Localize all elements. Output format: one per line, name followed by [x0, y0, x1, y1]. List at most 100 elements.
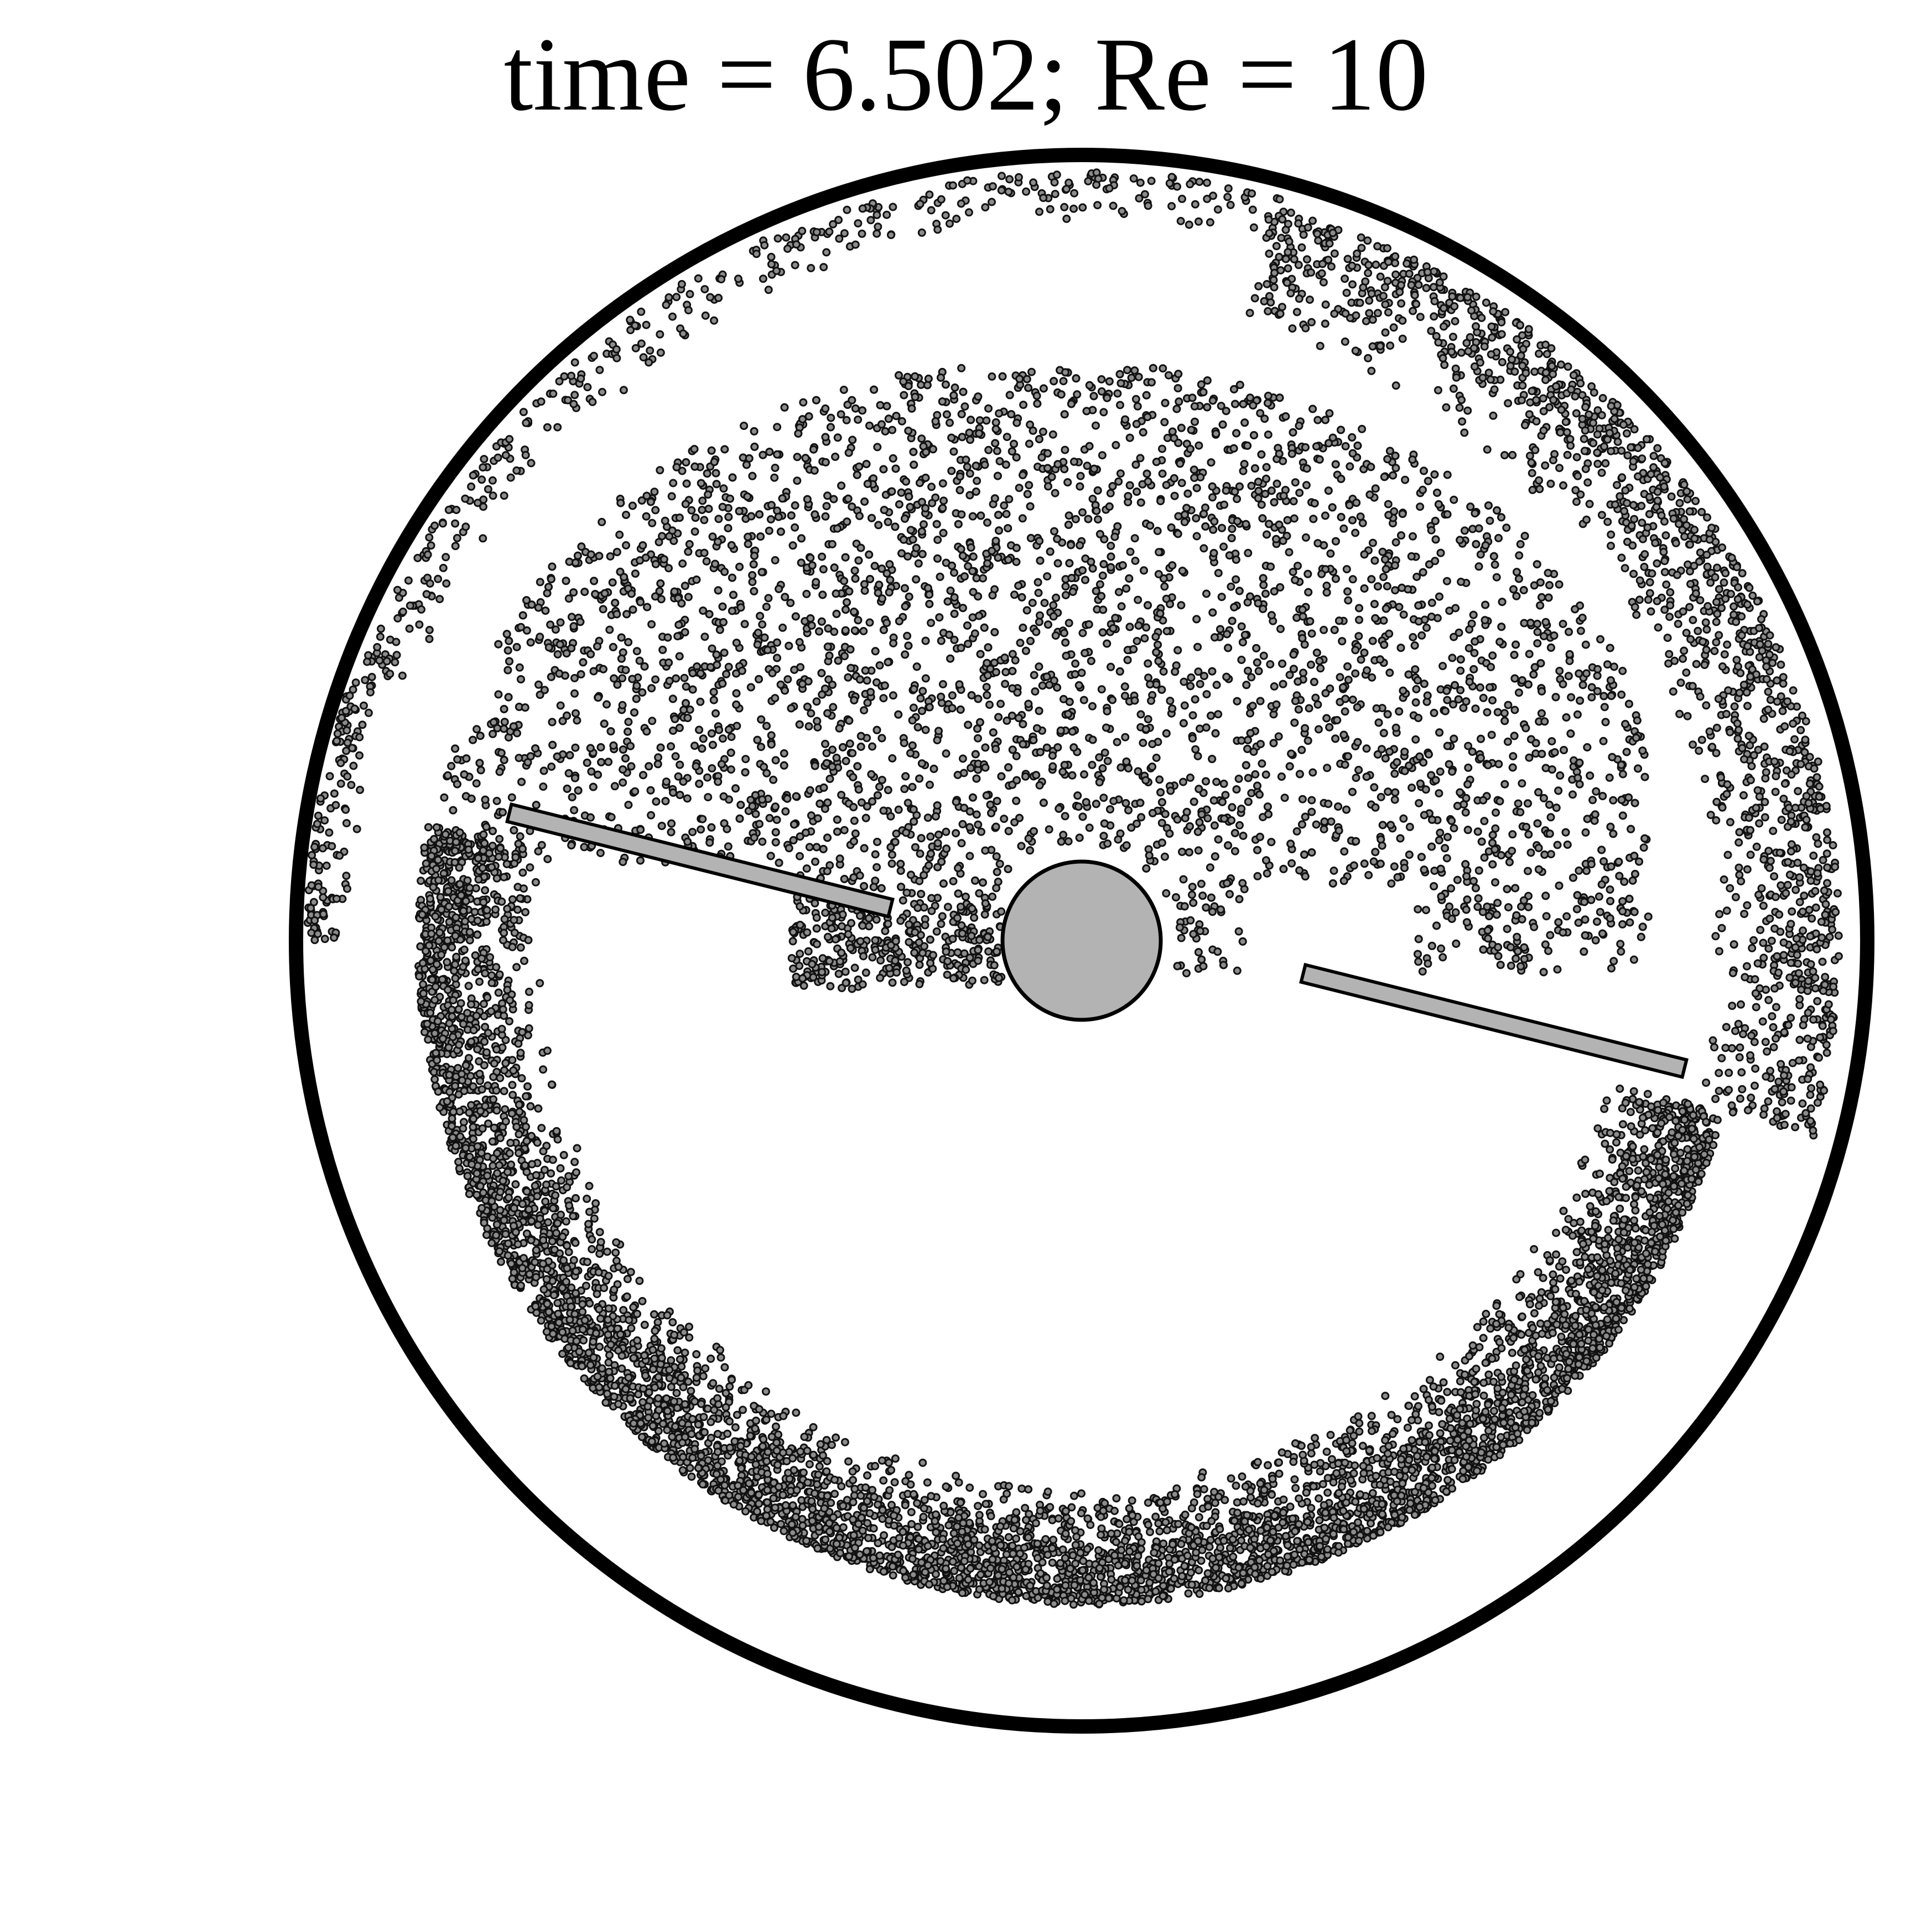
tracer-particle: [443, 958, 451, 967]
tracer-particle: [1031, 1519, 1040, 1528]
tracer-particle: [451, 1142, 460, 1150]
tracer-particle: [1053, 1574, 1062, 1583]
tracer-particle: [759, 1442, 767, 1451]
tracer-particle: [1359, 1469, 1368, 1478]
tracer-particle: [707, 1418, 715, 1427]
tracer-particle: [464, 1054, 473, 1062]
tracer-particle: [1461, 1370, 1469, 1379]
tracer-particle: [1010, 1516, 1019, 1524]
tracer-particle: [1117, 1546, 1126, 1554]
tracer-particle: [552, 1229, 561, 1237]
tracer-particle: [865, 1509, 874, 1518]
tracer-particle: [500, 1012, 508, 1020]
tracer-particle: [1275, 1458, 1283, 1467]
tracer-particle: [1303, 1518, 1312, 1527]
tracer-particle: [605, 1351, 614, 1360]
tracer-particle: [474, 965, 482, 974]
tracer-particle: [1591, 1222, 1599, 1231]
tracer-particle: [1609, 1216, 1618, 1225]
tracer-particle: [1250, 1563, 1259, 1572]
tracer-particle: [1419, 1484, 1428, 1492]
tracer-particle: [1535, 1301, 1544, 1310]
tracer-particle: [1634, 1166, 1643, 1175]
tracer-particle: [1266, 1536, 1275, 1545]
tracer-particle: [1260, 1486, 1269, 1495]
tracer-particle: [1207, 1517, 1216, 1526]
tracer-particle: [658, 1419, 667, 1428]
tracer-particle: [1546, 1397, 1555, 1406]
tracer-particle: [1155, 1527, 1164, 1536]
tracer-particle: [863, 1471, 871, 1480]
tracer-particle: [1119, 1596, 1128, 1605]
tracer-particle: [805, 1460, 814, 1469]
tracer-particle: [1043, 1550, 1052, 1559]
tracer-particle: [508, 1081, 517, 1090]
tracer-particle: [510, 1204, 518, 1212]
tracer-particle: [1431, 1496, 1440, 1505]
tracer-particle: [568, 1326, 577, 1335]
tracer-particle: [1203, 1569, 1212, 1578]
tracer-particle: [619, 1306, 628, 1315]
tracer-particle: [744, 1381, 753, 1389]
tracer-particle: [1170, 1490, 1179, 1498]
tracer-particle: [604, 1304, 613, 1313]
tracer-particle: [1393, 1415, 1402, 1424]
tracer-particle: [1631, 1224, 1640, 1233]
tracer-particle: [1481, 1358, 1490, 1367]
tracer-particle: [1410, 1392, 1419, 1401]
tracer-particle: [1290, 1475, 1299, 1484]
tracer-particle: [1378, 1500, 1386, 1508]
tracer-particle: [1016, 1527, 1025, 1536]
tracer-particle: [509, 1066, 518, 1075]
tracer-particle: [1183, 1551, 1192, 1560]
tracer-particle: [1145, 1578, 1154, 1587]
tracer-particle: [1334, 1542, 1343, 1550]
tracer-particle: [1627, 1122, 1635, 1131]
tracer-particle: [1659, 1098, 1668, 1107]
tracer-particle: [1367, 1412, 1376, 1420]
tracer-particle: [1255, 1556, 1264, 1565]
tracer-particle: [533, 1138, 542, 1147]
tracer-particle: [1682, 1157, 1691, 1165]
tracer-particle: [1555, 1363, 1564, 1372]
tracer-particle: [849, 1531, 858, 1539]
tracer-particle: [1509, 1334, 1518, 1342]
tracer-particle: [559, 1256, 568, 1265]
tracer-particle: [861, 1483, 870, 1492]
tracer-particle: [554, 1318, 563, 1327]
tracer-particle: [432, 1049, 440, 1057]
tracer-particle: [1150, 1548, 1159, 1557]
tracer-particle: [1594, 1190, 1603, 1199]
tracer-particle: [439, 1034, 447, 1043]
tracer-particle: [1195, 1589, 1204, 1598]
tracer-particle: [809, 1423, 818, 1432]
tracer-particle: [1605, 1339, 1614, 1348]
tracer-particle: [495, 970, 504, 979]
tracer-particle: [1128, 1511, 1137, 1520]
tracer-particle: [469, 1026, 478, 1035]
tracer-particle: [1405, 1455, 1414, 1464]
tracer-particle: [1545, 1256, 1554, 1264]
tracer-particle: [1256, 1479, 1265, 1488]
tracer-particle: [1355, 1427, 1364, 1436]
tracer-particle: [1651, 1247, 1659, 1256]
tracer-particle: [685, 1464, 694, 1472]
tracer-particle: [1591, 1303, 1600, 1311]
tracer-particle: [1492, 1320, 1500, 1328]
tracer-particle: [501, 1230, 510, 1238]
tracer-particle: [590, 1214, 599, 1223]
tracer-particle: [1497, 1372, 1505, 1381]
tracer-particle: [1077, 1509, 1086, 1518]
tracer-particle: [998, 1584, 1006, 1593]
tracer-particle: [1201, 1576, 1210, 1585]
tracer-particle: [802, 1537, 811, 1546]
tracer-particle: [1571, 1321, 1580, 1330]
tracer-particle: [604, 1330, 612, 1339]
tracer-particle: [1602, 1331, 1611, 1340]
tracer-particle: [1054, 1514, 1063, 1523]
tracer-particle: [668, 1433, 677, 1441]
tracer-particle: [464, 982, 473, 990]
tracer-particle: [1100, 1499, 1109, 1508]
tracer-particle: [495, 853, 503, 861]
tracer-particle: [648, 1422, 657, 1430]
